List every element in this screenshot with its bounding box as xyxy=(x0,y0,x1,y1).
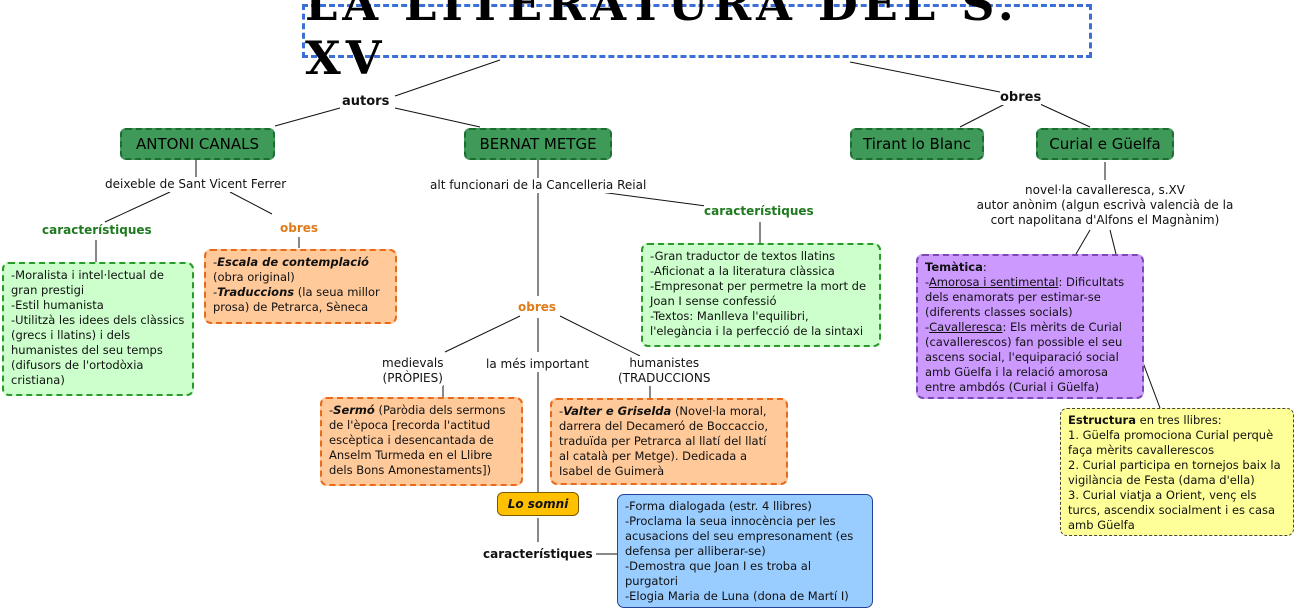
autors-label: autors xyxy=(342,94,390,109)
metge-obres-label: obres xyxy=(518,300,557,315)
important-label: la més important xyxy=(486,357,589,372)
amorosa-label: Amorosa i sentimental xyxy=(928,275,1059,289)
canals-obres-label: obres xyxy=(280,221,319,236)
tematica-label: Temàtica xyxy=(925,260,983,274)
curial-note: novel·la cavalleresca, s.XV autor anònim… xyxy=(975,183,1235,228)
canals-note: deixeble de Sant Vicent Ferrer xyxy=(105,177,287,192)
tematica-colon: : xyxy=(982,260,987,274)
cavalleresca-text: : Els mèrits de Curial (cavallerescos) f… xyxy=(925,320,1123,394)
traduccions-title: Traduccions xyxy=(217,285,295,299)
canals-caracteristiques-box: -Moralista i intel·lectual de gran prest… xyxy=(2,262,194,396)
estructura-label: Estructura xyxy=(1068,413,1136,427)
humanistes-label: humanistes (TRADUCCIONS xyxy=(618,356,711,386)
traduccions-rest: (la seua millor prosa) de Petrarca, Sène… xyxy=(213,285,380,314)
page-title: LA LITERATURA DEL S. XV xyxy=(302,0,1092,85)
valter-title: Valter e Griselda xyxy=(563,404,672,418)
escala-rest: (obra original) xyxy=(213,270,295,284)
tematica-box: Temàtica: -Amorosa i sentimental: Dificu… xyxy=(916,254,1144,399)
medievals-label: medievals (PRÒPIES) xyxy=(382,356,444,386)
sermo-rest: (Paròdia dels sermons de l'època [record… xyxy=(329,403,506,477)
amorosa-text: : Dificultats dels enamorats per estimar… xyxy=(925,275,1125,319)
node-antoni-canals[interactable]: ANTONI CANALS xyxy=(120,128,275,160)
metge-caracteristiques-label: característiques xyxy=(704,204,814,219)
estructura-box: Estructura en tres llibres: 1. Güelfa pr… xyxy=(1060,408,1294,536)
node-curial-e-guelfa[interactable]: Curial e Güelfa xyxy=(1036,128,1174,160)
metge-caracteristiques-box: -Gran traductor de textos llatins -Afici… xyxy=(641,243,881,347)
obres-label: obres xyxy=(1000,90,1042,105)
canals-caracteristiques-label: característiques xyxy=(42,223,152,238)
somni-caracteristiques-box: -Forma dialogada (estr. 4 llibres) -Proc… xyxy=(617,494,873,608)
node-tirant-lo-blanc[interactable]: Tirant lo Blanc xyxy=(850,128,984,160)
escala-title: Escala de contemplació xyxy=(217,255,369,269)
sermo-box: -Sermó (Paròdia dels sermons de l'època … xyxy=(320,397,523,486)
valter-rest: (Novel·la moral, darrera del Decameró de… xyxy=(559,404,769,478)
estructura-text: en tres llibres: 1. Güelfa promociona Cu… xyxy=(1068,413,1281,532)
canals-obres-box: -Escala de contemplació (obra original) … xyxy=(204,249,397,324)
lo-somni-node[interactable]: Lo somni xyxy=(497,492,579,516)
metge-note: alt funcionari de la Cancelleria Reial xyxy=(430,178,647,193)
somni-caracteristiques-label: característiques xyxy=(483,547,593,562)
cavalleresca-label: Cavalleresca xyxy=(929,320,1003,334)
node-bernat-metge[interactable]: BERNAT METGE xyxy=(464,128,612,160)
valter-box: -Valter e Griselda (Novel·la moral, darr… xyxy=(550,398,788,485)
sermo-title: Sermó xyxy=(333,403,375,417)
